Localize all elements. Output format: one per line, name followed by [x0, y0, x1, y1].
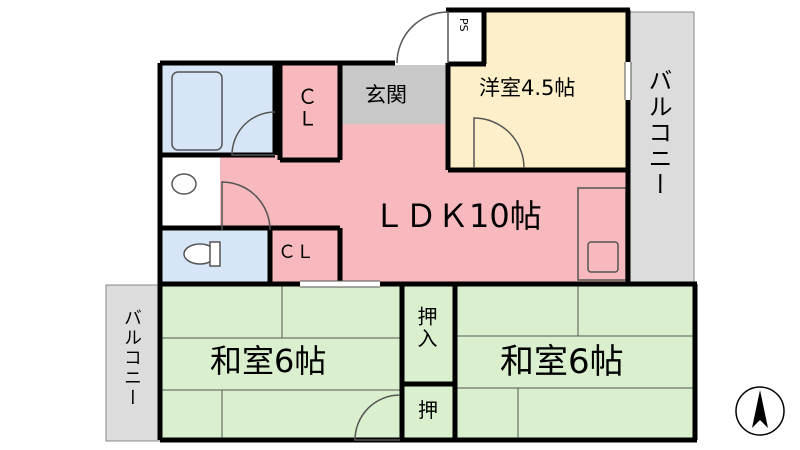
tatami-right [455, 286, 695, 440]
ps-box [448, 12, 484, 64]
oshi-floor [402, 384, 455, 440]
walls [157, 7, 698, 443]
closet-lower-floor [270, 228, 340, 282]
entrance-label: 玄関 [365, 83, 407, 107]
closet-upper-floor [280, 65, 340, 160]
compass-icon [735, 386, 785, 436]
sink-icon [171, 173, 197, 195]
balcony-right [629, 11, 695, 283]
ldk-label: ＬＤＫ10帖 [373, 197, 542, 235]
balcony-left-label: バルコニー [121, 308, 142, 408]
ldk-floor [162, 124, 628, 282]
japanese-room-left-label: 和室6帖 [210, 342, 327, 380]
balcony-right-label: バルコニー [644, 68, 672, 198]
ps-label: PS [457, 18, 470, 32]
door-swings [221, 11, 525, 441]
tatami-lines [162, 286, 695, 440]
bathtub [171, 71, 223, 151]
oshi-label: 押 [418, 398, 438, 422]
western-room-label: 洋室4.5帖 [479, 76, 576, 100]
japanese-room-right-label: 和室6帖 [500, 342, 624, 382]
oshiire-floor [402, 286, 455, 384]
oshiire-label: 押入 [414, 306, 438, 350]
closet-lower-label: ＣＬ [278, 242, 314, 263]
closet-upper-label: ＣＬ [294, 86, 318, 130]
window-marks [300, 62, 632, 288]
balcony-left [105, 284, 163, 442]
entrance-floor [340, 65, 448, 124]
